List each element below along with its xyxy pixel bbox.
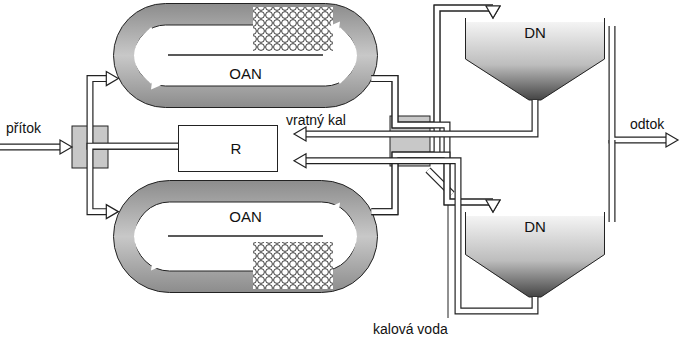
pipe-connector	[371, 79, 500, 212]
outflow-pipe	[612, 140, 613, 222]
pipe-connector	[294, 154, 535, 311]
flow-label: kalová voda	[373, 321, 448, 337]
flow-label: odtok	[630, 116, 664, 132]
pipe-connector	[90, 72, 178, 147]
node-label: R	[178, 140, 294, 157]
inflow-pipe	[0, 140, 72, 154]
node-label: OAN	[113, 208, 378, 225]
settling-tank: DN	[465, 212, 605, 297]
node-label: DN	[465, 218, 605, 235]
pipe-connector	[90, 146, 178, 218]
flow-label: přítok	[6, 120, 41, 136]
node-outline	[113, 180, 378, 293]
oxidation-ditch: OAN	[113, 180, 378, 293]
edge-label: vratný kal	[286, 112, 346, 128]
node-label: DN	[465, 24, 605, 41]
leader-line	[448, 197, 449, 318]
settling-tank: DN	[465, 18, 605, 100]
node-label: OAN	[113, 65, 378, 82]
process-box: R	[178, 125, 294, 172]
outflow-pipe	[612, 26, 678, 147]
pipe-connector	[371, 6, 500, 212]
oxidation-ditch: OAN	[113, 3, 378, 108]
node-outline	[113, 3, 378, 108]
